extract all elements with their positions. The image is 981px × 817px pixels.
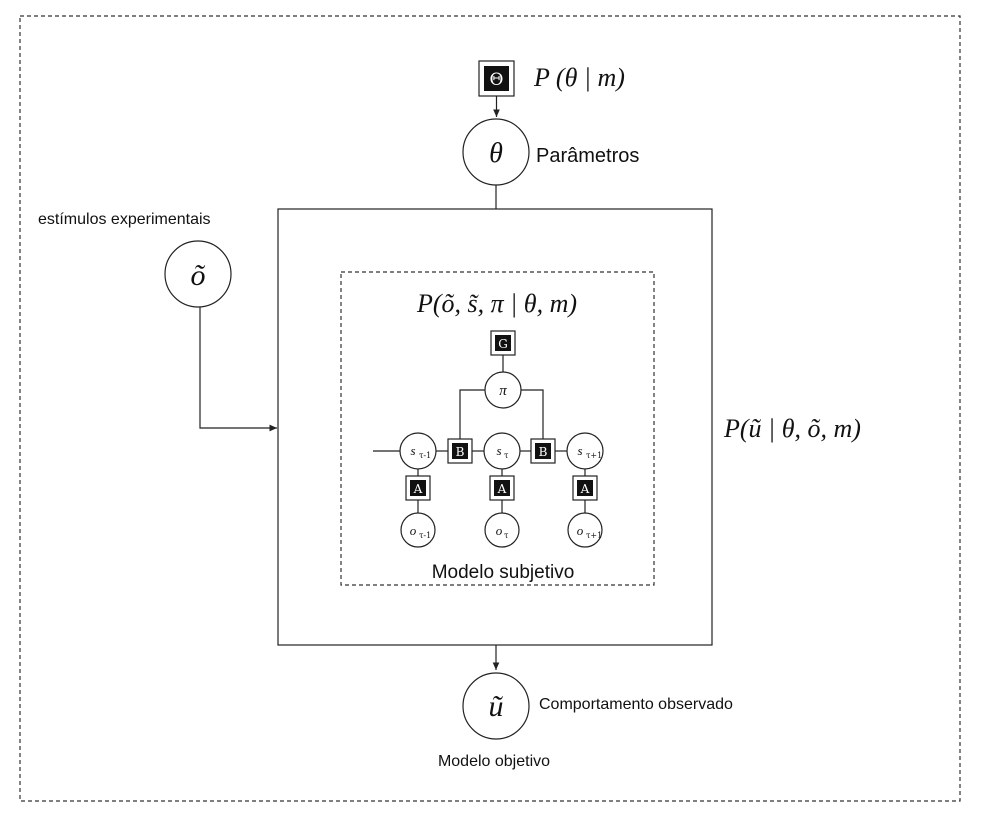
pi-symbol: π xyxy=(499,383,507,399)
outcome-next-base: o xyxy=(577,523,584,538)
objective-model-label: Modelo objetivo xyxy=(438,753,550,770)
outcome-current-base: o xyxy=(496,523,503,538)
a-box-left-letter: A xyxy=(413,482,423,496)
outcome-node-prev: o τ-1 xyxy=(400,512,436,548)
prior-probability-label: P (θ | m) xyxy=(533,63,625,92)
state-current-sub: τ xyxy=(504,451,509,460)
b-box-right: B xyxy=(530,438,556,464)
g-box-letter: G xyxy=(498,337,508,351)
theta-symbol: θ xyxy=(489,138,503,169)
subjective-model-label: Modelo subjetivo xyxy=(432,562,575,583)
outer-dashed-frame xyxy=(19,15,961,802)
edge-pi-to-b-right xyxy=(521,389,544,439)
outcome-node-current: o τ xyxy=(484,512,520,548)
subjective-probability-label: P(õ, s̃, π | θ, m) xyxy=(416,289,577,318)
state-next-base: s xyxy=(577,443,582,458)
o-tilde-node xyxy=(164,240,232,308)
a-box-right: A xyxy=(572,475,598,501)
state-prev-base: s xyxy=(410,443,415,458)
edge-pi-to-b-left xyxy=(459,389,485,439)
theta-prior-box: Θ xyxy=(478,60,515,97)
parameters-label: Parâmetros xyxy=(536,145,639,167)
g-box: G xyxy=(490,330,516,356)
outcome-prev-sub: τ-1 xyxy=(419,531,431,540)
state-node-current: s τ xyxy=(483,432,521,470)
state-next-sub: τ+1 xyxy=(586,451,602,460)
a-box-mid-letter: A xyxy=(497,482,507,496)
o-tilde-symbol: õ xyxy=(191,259,206,292)
b-box-right-letter: B xyxy=(539,445,548,459)
b-box-left-letter: B xyxy=(456,445,465,459)
subjective-model-frame xyxy=(340,271,655,586)
outcome-next-sub: τ+1 xyxy=(586,531,602,540)
u-tilde-node xyxy=(462,672,530,740)
state-current-base: s xyxy=(496,443,501,458)
a-box-left: A xyxy=(405,475,431,501)
state-node-prev: s τ-1 xyxy=(399,432,437,470)
state-node-next: s τ+1 xyxy=(566,432,604,470)
outcome-prev-base: o xyxy=(410,523,417,538)
stimuli-label: estímulos experimentais xyxy=(38,211,211,228)
a-box-right-letter: A xyxy=(580,482,590,496)
outcome-node-next: o τ+1 xyxy=(567,512,603,548)
a-box-mid: A xyxy=(489,475,515,501)
outcome-current-sub: τ xyxy=(504,531,509,540)
objective-model-box xyxy=(277,208,713,646)
b-box-left: B xyxy=(447,438,473,464)
behavior-label: Comportamento observado xyxy=(539,696,733,713)
objective-probability-label: P(ũ | θ, õ, m) xyxy=(723,414,861,443)
state-prev-sub: τ-1 xyxy=(419,451,431,460)
u-tilde-symbol: ũ xyxy=(489,690,504,723)
theta-prior-box-letter: Θ xyxy=(490,70,504,90)
edge-stimuli-to-model xyxy=(199,307,277,432)
